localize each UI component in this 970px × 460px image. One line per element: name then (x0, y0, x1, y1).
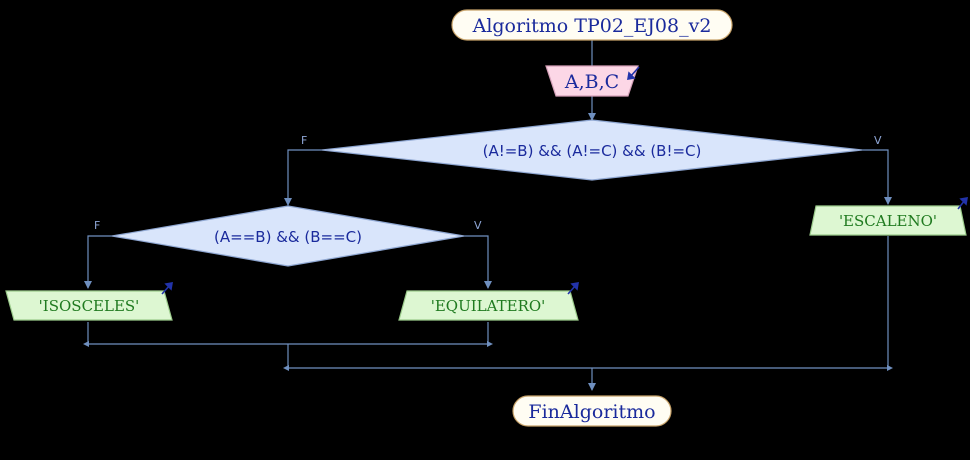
input-arrow-icon (627, 66, 640, 80)
output-equilatero[interactable]: 'EQUILATERO' (398, 282, 579, 321)
output-isosceles[interactable]: 'ISOSCELES' (5, 282, 173, 321)
output-escaleno[interactable]: 'ESCALENO' (809, 197, 968, 236)
decision-inner[interactable]: (A==B) && (B==C) (111, 205, 465, 267)
connector-main-false (284, 149, 322, 206)
decision-main[interactable]: (A!=B) && (A!=C) && (B!=C) (321, 119, 863, 181)
merge-tip-main-left (283, 365, 289, 371)
input-block[interactable]: A,B,C (545, 65, 640, 97)
decision-main-false-label: F (301, 134, 307, 147)
decision-inner-condition: (A==B) && (B==C) (214, 228, 362, 246)
output-equilatero-arrow-icon (567, 282, 579, 295)
start-terminal[interactable]: Algoritmo TP02_EJ08_v2 (451, 9, 733, 41)
connector-inner-true (464, 235, 492, 289)
merge-tip-left (83, 341, 89, 347)
output-escaleno-arrow-icon (957, 197, 968, 210)
connector-inner-false (84, 235, 112, 289)
merge-tip-right (487, 341, 493, 347)
output-escaleno-label: 'ESCALENO' (839, 212, 937, 230)
merge-arrow-tips (83, 341, 893, 371)
decision-inner-false-label: F (94, 219, 100, 232)
end-label: FinAlgoritmo (528, 401, 655, 423)
output-isosceles-arrow-icon (161, 282, 173, 295)
end-terminal[interactable]: FinAlgoritmo (512, 395, 672, 427)
output-equilatero-label: 'EQUILATERO' (431, 297, 546, 315)
connector-main-true (862, 149, 892, 205)
decision-inner-true-label: V (474, 219, 482, 232)
connectors (84, 40, 892, 391)
start-label: Algoritmo TP02_EJ08_v2 (472, 15, 712, 37)
input-label: A,B,C (564, 71, 619, 93)
merge-tip-main-right (887, 365, 893, 371)
output-isosceles-label: 'ISOSCELES' (39, 297, 140, 315)
decision-main-true-label: V (874, 134, 882, 147)
decision-main-condition: (A!=B) && (A!=C) && (B!=C) (483, 142, 702, 160)
